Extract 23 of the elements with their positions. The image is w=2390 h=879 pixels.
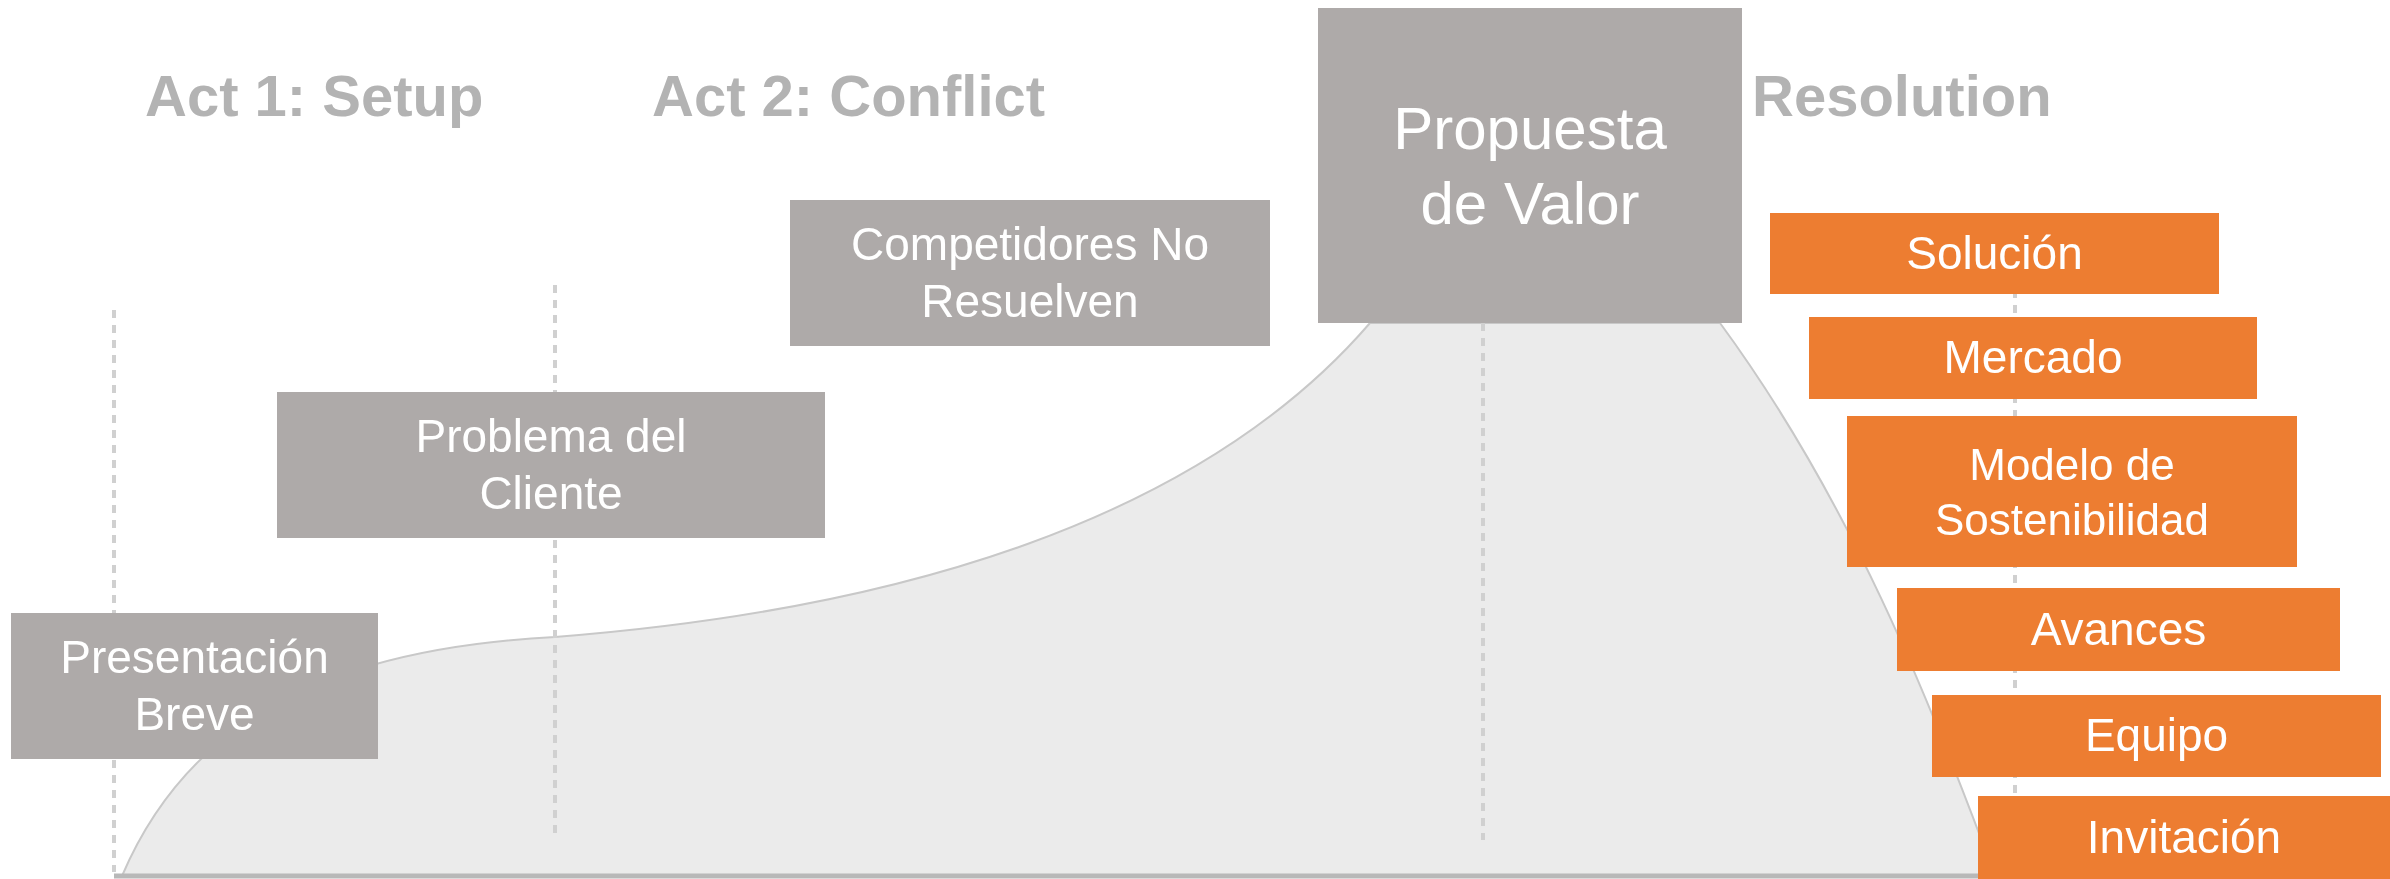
act-heading: Act 2: Conflict	[652, 62, 1046, 129]
box-label: Invitación	[2086, 809, 2282, 865]
stage-box	[11, 613, 378, 759]
section-box	[1847, 416, 2297, 567]
section-box	[1897, 588, 2340, 671]
stage-box	[1318, 8, 1742, 323]
box-label: Propuesta de Valor	[1392, 93, 1668, 239]
section-box	[1932, 695, 2381, 777]
box-label: Presentación Breve	[59, 629, 330, 742]
act-heading: Act 1: Setup	[145, 62, 484, 129]
stage-box	[277, 392, 825, 538]
act-heading: Resolution	[1752, 62, 2052, 129]
box-label: Competidores No Resuelven	[850, 216, 1210, 329]
box-label: Mercado	[1943, 330, 2123, 386]
box-label: Avances	[2030, 601, 2207, 657]
box-label: Solución	[1906, 225, 2083, 281]
stage-box	[790, 200, 1270, 346]
box-label: Equipo	[2084, 708, 2229, 764]
box-label: Problema del Cliente	[414, 408, 688, 521]
box-label: Modelo de Sostenibilidad	[1934, 438, 2210, 546]
section-box	[1809, 317, 2257, 399]
section-box	[1770, 213, 2219, 294]
section-box	[1978, 796, 2390, 879]
